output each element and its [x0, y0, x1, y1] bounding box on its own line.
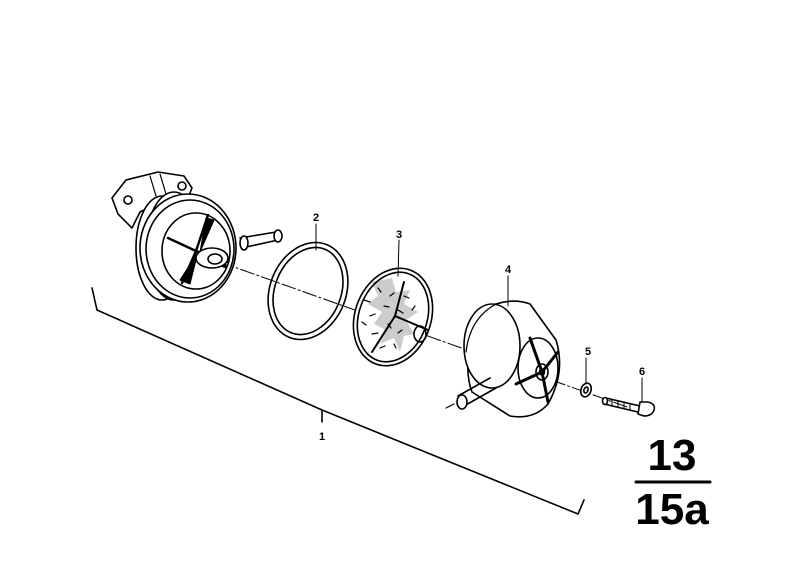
leader-line-3	[397, 239, 400, 277]
callout-5: 5	[585, 346, 591, 358]
pump-body-part	[111, 171, 283, 303]
cover-housing-part	[445, 300, 561, 418]
screw-part	[601, 396, 656, 417]
assembly-bracket-line	[91, 287, 585, 515]
callout-1: 1	[319, 431, 325, 443]
callout-6: 6	[639, 366, 645, 378]
callout-3: 3	[396, 229, 402, 241]
gasket-ring-part	[267, 241, 349, 341]
washer-part	[579, 382, 593, 398]
callout-4: 4	[505, 264, 512, 276]
leader-lines	[315, 223, 643, 403]
group-reference-bottom: 15a	[635, 485, 709, 534]
callout-2: 2	[313, 212, 319, 224]
center-axis-line	[219, 261, 631, 409]
filter-screen-part	[352, 267, 434, 367]
group-reference-top: 13	[648, 431, 697, 480]
group-reference: 13 15a	[634, 431, 712, 534]
